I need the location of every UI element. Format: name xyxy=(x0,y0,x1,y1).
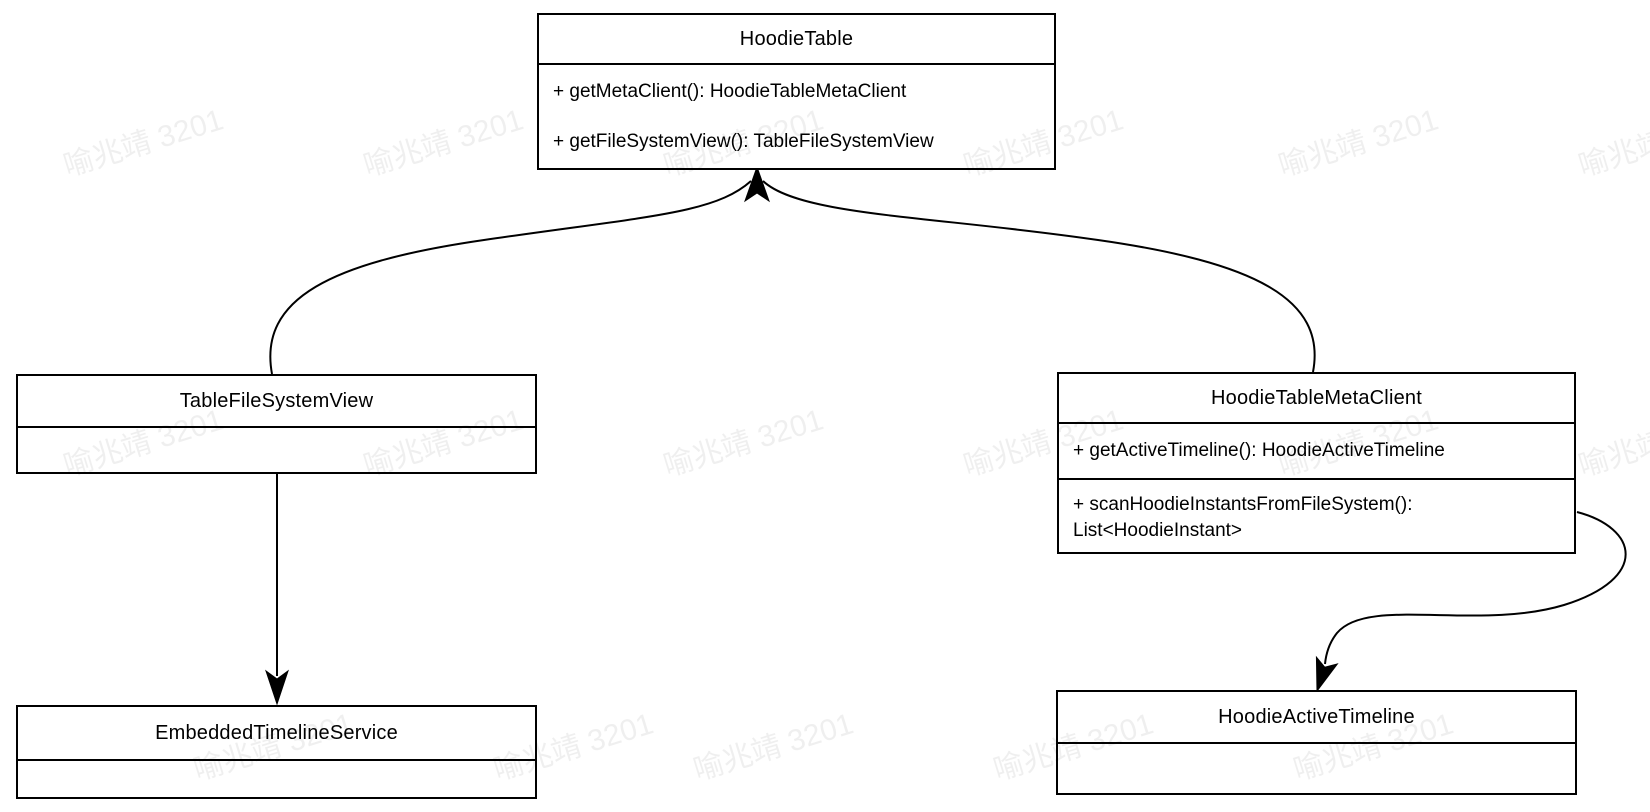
class-box-tablefilesystemview: TableFileSystemView xyxy=(16,374,537,474)
class-empty-compartment xyxy=(18,761,535,797)
method-getactivetimeline: + getActiveTimeline(): HoodieActiveTimel… xyxy=(1059,424,1574,480)
class-title-tablefilesystemview: TableFileSystemView xyxy=(18,376,535,428)
class-box-embeddedtimelineservice: EmbeddedTimelineService xyxy=(16,705,537,799)
method-getmetaclient: + getMetaClient(): HoodieTableMetaClient xyxy=(553,81,907,102)
class-title-embeddedtimelineservice: EmbeddedTimelineService xyxy=(18,707,535,761)
class-box-hoodieactivetimeline: HoodieActiveTimeline xyxy=(1056,690,1577,795)
edge-hoodietablemetaclient-to-hoodietable xyxy=(762,180,1316,373)
class-title-hoodietablemetaclient: HoodieTableMetaClient xyxy=(1059,374,1574,424)
arrowhead-down-hoodieactivetimeline xyxy=(1315,655,1339,693)
edge-tablefilesystemview-to-hoodietable xyxy=(269,180,752,375)
class-box-hoodietablemetaclient: HoodieTableMetaClient + getActiveTimelin… xyxy=(1057,372,1576,554)
method-scanhoodieinstantsfromfilesystem: + scanHoodieInstantsFromFileSystem(): Li… xyxy=(1073,494,1413,541)
watermark-text: 喻兆靖 3201 xyxy=(1274,103,1443,184)
watermark-text: 喻兆靖 3201 xyxy=(359,103,528,184)
class-empty-compartment xyxy=(1058,744,1575,793)
class-title-hoodietable: HoodieTable xyxy=(539,15,1054,65)
class-methods-hoodietable: + getMetaClient(): HoodieTableMetaClient… xyxy=(539,65,1054,154)
arrowhead-down-embeddedtimelineservice xyxy=(265,669,289,706)
watermark-text: 喻兆靖 3201 xyxy=(1574,103,1650,184)
class-empty-compartment xyxy=(18,428,535,472)
watermark-text: 喻兆靖 3201 xyxy=(59,103,228,184)
class-title-hoodieactivetimeline: HoodieActiveTimeline xyxy=(1058,692,1575,744)
watermark-text: 喻兆靖 3201 xyxy=(1574,403,1650,484)
watermark-text: 喻兆靖 3201 xyxy=(689,707,858,788)
watermark-text: 喻兆靖 3201 xyxy=(659,403,828,484)
arrowhead-up-hoodietable xyxy=(744,165,770,203)
method-getfilesystemview: + getFileSystemView(): TableFileSystemVi… xyxy=(553,131,934,152)
class-box-hoodietable: HoodieTable + getMetaClient(): HoodieTab… xyxy=(537,13,1056,170)
